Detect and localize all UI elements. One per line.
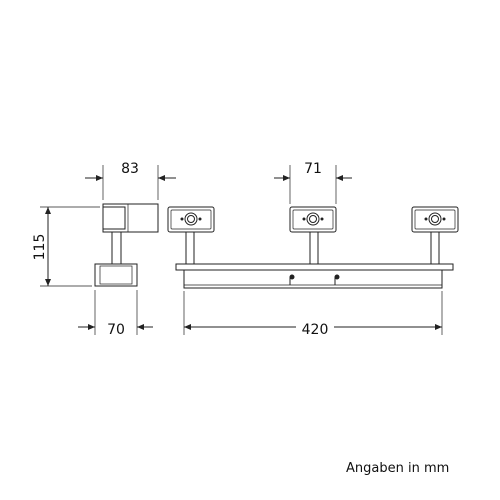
bar-screw-right: [334, 274, 340, 285]
side-view: [94, 203, 159, 287]
side-extension-lines: [40, 165, 159, 335]
bar-back-plate: [175, 263, 454, 271]
dimension-side-base: 70: [78, 322, 153, 338]
side-base: [94, 263, 138, 287]
side-lamp-joint: [102, 206, 126, 230]
side-stem: [111, 231, 122, 265]
spot-middle: [289, 206, 337, 265]
spot-right: [411, 206, 459, 265]
dimension-bar-length: 420: [184, 318, 442, 338]
bar-screw-left: [289, 274, 295, 285]
dim-side-head-label: 83: [121, 161, 139, 177]
units-note: Angaben in mm: [346, 461, 449, 476]
dim-side-height-label: 115: [32, 234, 48, 261]
dimension-side-head: 83: [85, 161, 176, 181]
front-view: [167, 206, 459, 289]
dimension-side-height: 115: [32, 207, 51, 286]
mounting-bar: [183, 269, 443, 289]
spot-left: [167, 206, 215, 265]
dimension-spot-head: 71: [274, 161, 352, 181]
dim-bar-length-label: 420: [302, 322, 329, 338]
dim-side-base-label: 70: [107, 322, 125, 338]
dim-spot-head-label: 71: [304, 161, 322, 177]
